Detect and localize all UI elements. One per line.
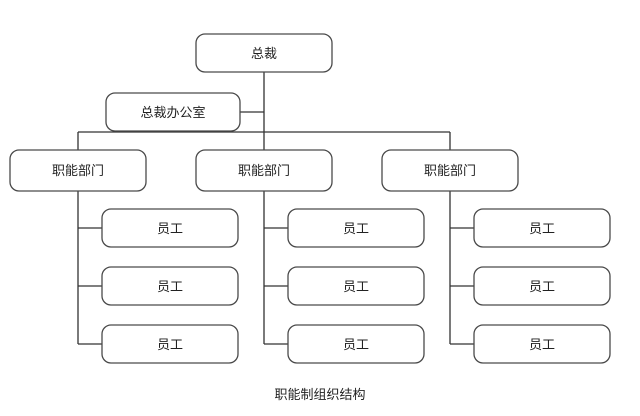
staff-node: 员工 bbox=[101, 324, 239, 364]
staff-node: 员工 bbox=[287, 208, 425, 248]
department-label: 职能部门 bbox=[52, 164, 104, 179]
diagram-caption: 职能制组织结构 bbox=[274, 388, 366, 403]
department-node: 职能部门 bbox=[9, 149, 147, 192]
staff-node: 员工 bbox=[473, 324, 611, 364]
staff-label: 员工 bbox=[529, 280, 555, 295]
staff-node: 员工 bbox=[473, 208, 611, 248]
staff-node: 员工 bbox=[101, 266, 239, 306]
office-label: 总裁办公室 bbox=[140, 105, 205, 121]
staff-label: 员工 bbox=[343, 280, 369, 295]
department-node: 职能部门 bbox=[381, 149, 519, 192]
department-node: 职能部门 bbox=[195, 149, 333, 192]
staff-label: 员工 bbox=[529, 222, 555, 237]
staff-node: 员工 bbox=[101, 208, 239, 248]
staff-label: 员工 bbox=[157, 338, 183, 353]
root-label: 总裁 bbox=[251, 46, 277, 62]
department-label: 职能部门 bbox=[238, 164, 290, 179]
staff-node: 员工 bbox=[287, 266, 425, 306]
staff-node: 员工 bbox=[473, 266, 611, 306]
org-chart: 总裁 总裁办公室 职能部门 职能部门 职能部门 员工 员工 员工 员工 员工 bbox=[9, 33, 611, 364]
staff-label: 员工 bbox=[157, 280, 183, 295]
staff-label: 员工 bbox=[157, 222, 183, 237]
root-node: 总裁 bbox=[195, 33, 333, 73]
department-label: 职能部门 bbox=[424, 164, 476, 179]
staff-label: 员工 bbox=[343, 338, 369, 353]
connectors bbox=[77, 72, 474, 345]
staff-label: 员工 bbox=[529, 338, 555, 353]
staff-label: 员工 bbox=[343, 222, 369, 237]
staff-node: 员工 bbox=[287, 324, 425, 364]
office-node: 总裁办公室 bbox=[105, 92, 241, 132]
